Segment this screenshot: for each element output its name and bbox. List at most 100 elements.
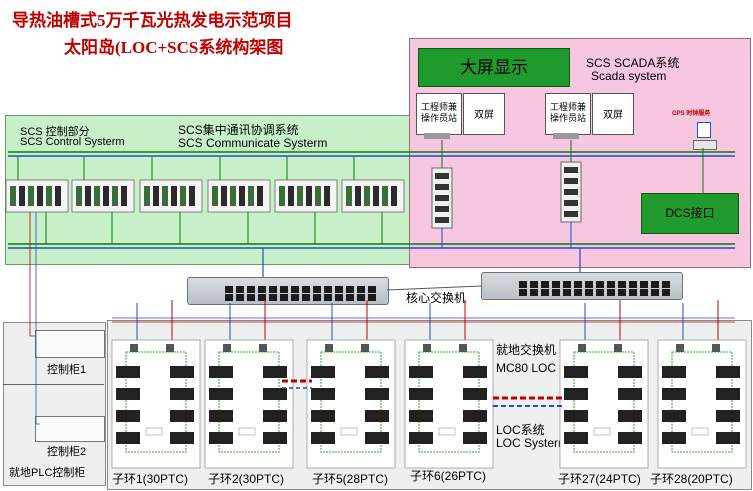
- loc-label-cn: LOC系统: [496, 423, 545, 437]
- gps-antenna-icon: [697, 122, 711, 138]
- plc-module: [324, 186, 330, 206]
- plc-module: [382, 186, 388, 206]
- ring-panel: [111, 339, 201, 469]
- plc-module: [230, 186, 236, 206]
- field-switch-icon: [459, 344, 467, 352]
- switch-port: [335, 294, 343, 301]
- plc-module: [239, 186, 245, 206]
- ring-label: 子环1(30PTC): [112, 472, 189, 486]
- switch-port: [335, 286, 343, 293]
- switch-port: [574, 281, 582, 288]
- plc-module: [248, 186, 254, 206]
- plc-module: [103, 186, 109, 206]
- ptc-device: [116, 410, 140, 422]
- plc-module: [121, 186, 127, 206]
- switch-port: [258, 286, 266, 293]
- ring-loop: [218, 351, 280, 453]
- switch-port: [357, 286, 365, 293]
- plc-module: [306, 186, 312, 206]
- switch-port: [530, 289, 538, 296]
- diagram-title-line1: 导热油槽式5万千瓦光热发电示范项目: [12, 11, 293, 30]
- cabinet-1-device: [35, 330, 105, 358]
- switch-port: [269, 286, 277, 293]
- switch-port: [552, 289, 560, 296]
- field-plc-label: 就地PLC控制柜: [9, 467, 86, 479]
- ptc-device: [409, 366, 433, 378]
- server-slot: [435, 217, 449, 223]
- ptc-device: [409, 388, 433, 400]
- plc-module: [279, 186, 285, 206]
- switch-port: [519, 289, 527, 296]
- scs-comm-label-cn: SCS集中通讯协调系统: [178, 123, 299, 137]
- field-switch-icon: [361, 344, 369, 352]
- server-slot: [435, 206, 449, 212]
- plc-module: [346, 186, 352, 206]
- plc-module: [28, 186, 34, 206]
- ring-panel: [404, 339, 494, 469]
- field-switch-icon: [423, 344, 431, 352]
- ptc-device: [209, 432, 233, 444]
- ring-label: 子环2(30PTC): [208, 472, 285, 486]
- plc-module: [112, 186, 118, 206]
- ptc-device: [263, 388, 287, 400]
- switch-port: [519, 281, 527, 288]
- plc-module: [180, 186, 186, 206]
- field-switch-icon: [166, 344, 174, 352]
- ring-loop: [573, 351, 635, 453]
- ptc-device: [618, 388, 642, 400]
- server-slot: [435, 184, 449, 190]
- switch-port: [541, 281, 549, 288]
- plc-module: [55, 186, 61, 206]
- switch-port: [302, 294, 310, 301]
- rstp-tag: [593, 427, 611, 436]
- ptc-device: [365, 410, 389, 422]
- switch-port: [618, 289, 626, 296]
- field-switch-icon: [578, 344, 586, 352]
- switch-port: [541, 289, 549, 296]
- rstp-tag: [340, 427, 358, 436]
- field-switch-icon: [223, 344, 231, 352]
- plc-module: [94, 186, 100, 206]
- plc-module: [288, 186, 294, 206]
- plc-module: [364, 186, 370, 206]
- ptc-device: [311, 388, 335, 400]
- cabinet-1-label: 控制柜1: [47, 364, 87, 376]
- ring-panel: [559, 339, 649, 469]
- switch-port: [640, 281, 648, 288]
- switch-port: [629, 289, 637, 296]
- server-slot: [564, 189, 578, 195]
- scada-label-en: Scada system: [591, 69, 667, 83]
- server-slot: [435, 173, 449, 179]
- gps-label: GPS 时钟服务: [672, 111, 711, 117]
- ring-label: 子环27(24PTC): [558, 472, 641, 486]
- switch-port: [346, 286, 354, 293]
- ptc-device: [311, 366, 335, 378]
- plc-module: [355, 186, 361, 206]
- ptc-device: [564, 432, 588, 444]
- ring-loop: [320, 351, 382, 453]
- ptc-device: [716, 432, 740, 444]
- ptc-device: [263, 410, 287, 422]
- dcs-label: DCS接口: [665, 206, 715, 220]
- ring-panel: [204, 339, 294, 469]
- engineer-station-1-label: 工程师兼 操作员站: [420, 102, 457, 123]
- ptc-device: [170, 432, 194, 444]
- plc-module: [315, 186, 321, 206]
- engineer-station-2-label: 工程师兼 操作员站: [549, 102, 586, 123]
- workstation-keyboard-1: [424, 133, 450, 139]
- dual-screen-2: 双屏: [592, 93, 634, 135]
- field-switch-icon: [325, 344, 333, 352]
- field-switch-icon: [614, 344, 622, 352]
- field-switch-label: 就地交换机: [496, 343, 557, 357]
- core-interlink: [386, 285, 482, 291]
- plc-module: [391, 186, 397, 206]
- switch-port: [552, 281, 560, 288]
- plc-module: [85, 186, 91, 206]
- dcs-interface: DCS接口: [641, 193, 739, 234]
- plc-module: [76, 186, 82, 206]
- switch-port: [585, 289, 593, 296]
- ptc-device: [662, 432, 686, 444]
- ptc-device: [716, 410, 740, 422]
- ptc-device: [365, 388, 389, 400]
- ptc-device: [463, 410, 487, 422]
